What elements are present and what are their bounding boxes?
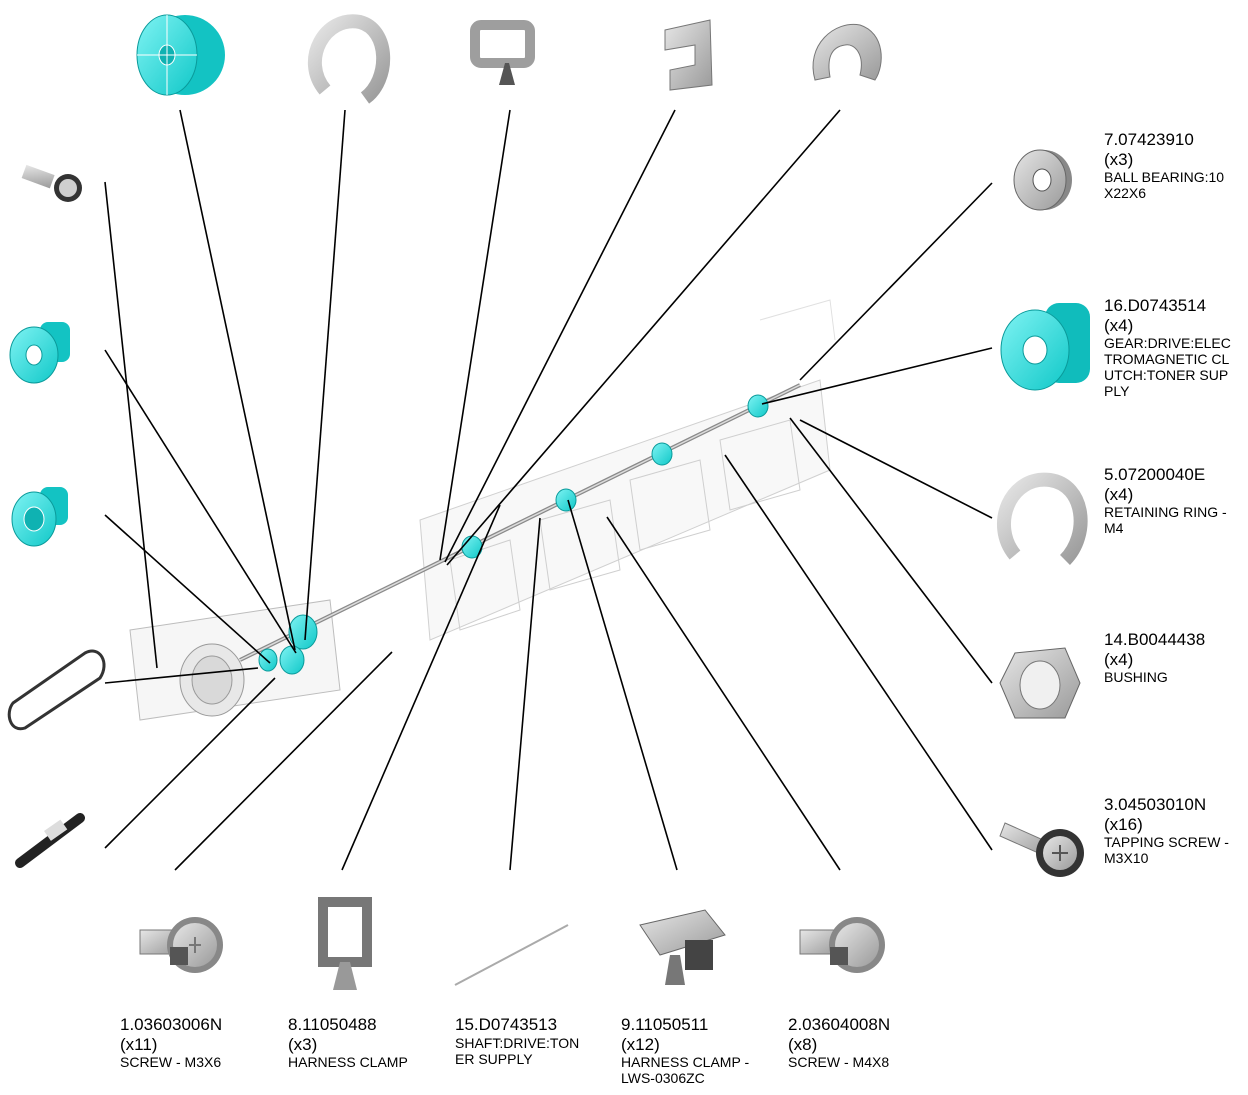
leader-lines <box>104 109 993 871</box>
tapping-screw-icon <box>999 822 1084 877</box>
harness-clamp-lws-icon <box>639 909 726 985</box>
small-screw-left-icon <box>21 164 82 202</box>
part-quantity: (x3) <box>288 1034 318 1054</box>
part-label-clutch-gear: 16.D0743514 (x4) GEAR:DRIVE:ELEC TROMAGN… <box>1104 296 1231 399</box>
part-description: BUSHING <box>1104 669 1168 686</box>
part-number: 9.11050511 <box>621 1015 709 1034</box>
cyan-gear-left-icon <box>9 322 70 384</box>
harness-clamp-icon <box>318 897 372 990</box>
part-description: TAPPING SCREW - M3X10 <box>1104 834 1229 867</box>
snap-clip-top-icon <box>664 19 713 91</box>
clutch-gear-icon <box>1000 303 1090 391</box>
part-number: 15.D0743513 <box>455 1015 558 1034</box>
part-label-harness-clamp-lws: 9.11050511 (x12) HARNESS CLAMP - LWS-030… <box>621 1015 749 1086</box>
part-number: 1.03603006N <box>120 1015 223 1034</box>
toner-supply-drive-assembly <box>129 299 836 721</box>
part-description: SCREW - M3X6 <box>120 1054 222 1071</box>
part-label-bushing: 14.B0044438 (x4) BUSHING <box>1104 630 1205 685</box>
part-label-screw-m3x6: 1.03603006N (x11) SCREW - M3X6 <box>120 1015 222 1070</box>
part-quantity: (x3) <box>1104 149 1134 169</box>
part-description: HARNESS CLAMP <box>288 1054 408 1071</box>
part-description: RETAINING RING - M4 <box>1104 504 1227 537</box>
part-quantity: (x16) <box>1104 814 1143 834</box>
drive-belt-icon <box>7 649 106 731</box>
part-description: SHAFT:DRIVE:TON ER SUPPLY <box>455 1034 580 1067</box>
bushing-icon <box>999 647 1081 719</box>
part-description: GEAR:DRIVE:ELEC TROMAGNETIC CL UTCH:TONE… <box>1104 335 1231 400</box>
part-quantity: (x4) <box>1104 315 1134 335</box>
part-description: HARNESS CLAMP - LWS-0306ZC <box>621 1054 750 1087</box>
drive-shaft-icon <box>454 924 569 986</box>
part-number: 2.03604008N <box>788 1015 891 1034</box>
part-quantity: (x8) <box>788 1034 818 1054</box>
part-label-screw-m4x8: 2.03604008N (x8) SCREW - M4X8 <box>788 1015 890 1070</box>
retaining-ring-top-icon <box>308 14 391 104</box>
cyan-idler-pulley-icon <box>136 14 225 96</box>
link-lever-icon <box>15 813 85 868</box>
part-label-ball-bearing: 7.07423910 (x3) BALL BEARING:10 X22X6 <box>1104 130 1224 201</box>
part-number: 16.D0743514 <box>1104 296 1207 315</box>
part-label-retaining-ring: 5.07200040E (x4) RETAINING RING - M4 <box>1104 465 1227 536</box>
half-bushing-top-icon <box>812 23 882 81</box>
ball-bearing-icon <box>1013 149 1072 211</box>
part-label-drive-shaft: 15.D0743513 SHAFT:DRIVE:TON ER SUPPLY <box>455 1015 579 1067</box>
part-description: SCREW - M4X8 <box>788 1054 890 1071</box>
part-quantity: (x12) <box>621 1034 660 1054</box>
part-description: BALL BEARING:10 X22X6 <box>1104 169 1225 202</box>
part-number: 3.04503010N <box>1104 795 1207 814</box>
retaining-ring-icon <box>997 472 1088 565</box>
part-label-tapping-screw: 3.04503010N (x16) TAPPING SCREW - M3X10 <box>1104 795 1229 866</box>
part-quantity: (x4) <box>1104 649 1134 669</box>
part-quantity: (x4) <box>1104 484 1134 504</box>
part-label-harness-clamp: 8.11050488 (x3) HARNESS CLAMP <box>288 1015 408 1070</box>
cyan-pulley-left-icon <box>11 487 68 547</box>
screw-m4x8-icon <box>799 917 885 973</box>
part-number: 8.11050488 <box>288 1015 377 1034</box>
part-quantity: (x11) <box>120 1034 158 1054</box>
part-number: 5.07200040E <box>1104 465 1206 484</box>
part-number: 14.B0044438 <box>1104 630 1206 649</box>
screw-m3x6-icon <box>139 917 223 973</box>
part-number: 7.07423910 <box>1104 130 1194 149</box>
harness-clamp-top-icon <box>470 20 535 85</box>
